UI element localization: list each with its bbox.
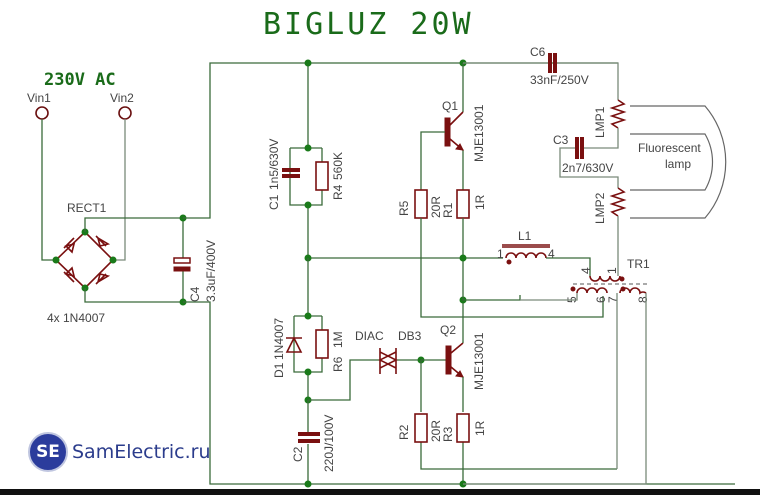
svg-text:C3: C3 [553, 133, 569, 147]
svg-text:1M: 1M [331, 331, 345, 348]
diode-d1-resistor-r6: D1 1N4007 R6 1M [272, 258, 345, 404]
capacitor-c4: C4 3.3uF/400V [173, 214, 218, 306]
bridge-rectifier: RECT1 4x 1N4007 [47, 201, 117, 325]
svg-text:C6: C6 [530, 45, 546, 59]
svg-text:Q1: Q1 [442, 99, 458, 113]
wire-rect-minus [84, 288, 183, 303]
svg-text:560K: 560K [331, 152, 345, 180]
svg-text:20R: 20R [429, 196, 443, 218]
svg-text:1R: 1R [473, 194, 487, 210]
svg-text:R5: R5 [397, 200, 411, 216]
svg-text:4: 4 [548, 247, 555, 261]
svg-text:220J/100V: 220J/100V [322, 415, 336, 472]
svg-text:C4: C4 [188, 286, 202, 302]
svg-text:DB3: DB3 [398, 329, 422, 343]
svg-text:1N4007: 1N4007 [272, 318, 286, 360]
svg-text:6: 6 [594, 296, 608, 303]
svg-text:1R: 1R [473, 420, 487, 436]
svg-text:R2: R2 [397, 424, 411, 440]
svg-text:Fluorescent: Fluorescent [638, 141, 701, 155]
svg-text:L1: L1 [518, 229, 532, 243]
transistor-q2: Q2 MJE13001 [421, 296, 486, 412]
svg-text:R6: R6 [331, 356, 345, 372]
svg-text:C1: C1 [267, 194, 281, 210]
svg-text:MJE13001: MJE13001 [472, 104, 486, 162]
wire-vin2 [113, 119, 126, 261]
wire-minus-rail [183, 301, 735, 485]
fluorescent-lamp: Fluorescent lamp [630, 105, 727, 219]
samelectric-logo-icon: SE [28, 432, 68, 472]
watermark-logo: SE SamElectric.ru [28, 432, 211, 472]
svg-text:3.3uF/400V: 3.3uF/400V [204, 240, 218, 302]
wire-plus-rail [183, 62, 618, 219]
svg-text:R4: R4 [331, 184, 345, 200]
transistor-q1: Q1 MJE13001 [420, 59, 486, 190]
svg-text:RECT1: RECT1 [67, 201, 107, 215]
schematic-title: BIGLUZ 20W [263, 7, 474, 42]
terminal-vin2: Vin2 [110, 91, 134, 120]
svg-text:4x 1N4007: 4x 1N4007 [47, 311, 105, 325]
svg-text:4: 4 [579, 267, 593, 274]
svg-text:Vin2: Vin2 [110, 91, 134, 105]
svg-text:R3: R3 [441, 426, 455, 442]
capacitor-c2: C2 220J/100V [291, 400, 336, 488]
svg-text:2n7/630V: 2n7/630V [562, 161, 613, 175]
input-voltage-label: 230V AC [44, 70, 116, 90]
svg-text:DIAC: DIAC [355, 329, 384, 343]
wire-vin1 [41, 119, 56, 261]
wire-rect-plus [84, 217, 183, 232]
capacitor-c6: C6 33nF/250V [463, 45, 619, 100]
watermark-text: SamElectric.ru [72, 441, 211, 463]
capacitor-c1-resistor-r4: C1 1n5/630V R4 560K [267, 59, 345, 258]
svg-text:LMP1: LMP1 [593, 106, 607, 138]
svg-text:1: 1 [605, 267, 619, 274]
svg-text:20R: 20R [429, 420, 443, 442]
terminal-vin1: Vin1 [27, 91, 51, 120]
svg-text:8: 8 [636, 296, 650, 303]
svg-text:TR1: TR1 [627, 257, 650, 271]
svg-text:R1: R1 [441, 202, 455, 218]
svg-text:33nF/250V: 33nF/250V [530, 73, 589, 87]
transformer-tr1: TR1 4 1 5 6 7 8 [463, 257, 650, 485]
svg-text:1n5/630V: 1n5/630V [267, 139, 281, 190]
bottom-border [0, 489, 760, 495]
svg-text:Q2: Q2 [440, 323, 456, 337]
svg-text:D1: D1 [272, 362, 286, 378]
diac-db3: DIAC DB3 [308, 329, 425, 401]
resistors-r5-r1: R5 20R R1 1R [397, 189, 604, 318]
svg-text:7: 7 [606, 296, 620, 303]
svg-text:MJE13001: MJE13001 [472, 332, 486, 390]
resistors-r2-r3: R2 20R R3 1R [397, 360, 617, 488]
inductor-l1: L1 1 4 [497, 229, 591, 276]
lamp-filaments: LMP1 LMP2 C3 2n7/630V [553, 99, 627, 266]
svg-text:lamp: lamp [665, 157, 691, 171]
svg-text:LMP2: LMP2 [593, 192, 607, 224]
svg-text:1: 1 [497, 247, 504, 261]
svg-text:C2: C2 [291, 446, 305, 462]
svg-text:Vin1: Vin1 [27, 91, 51, 105]
